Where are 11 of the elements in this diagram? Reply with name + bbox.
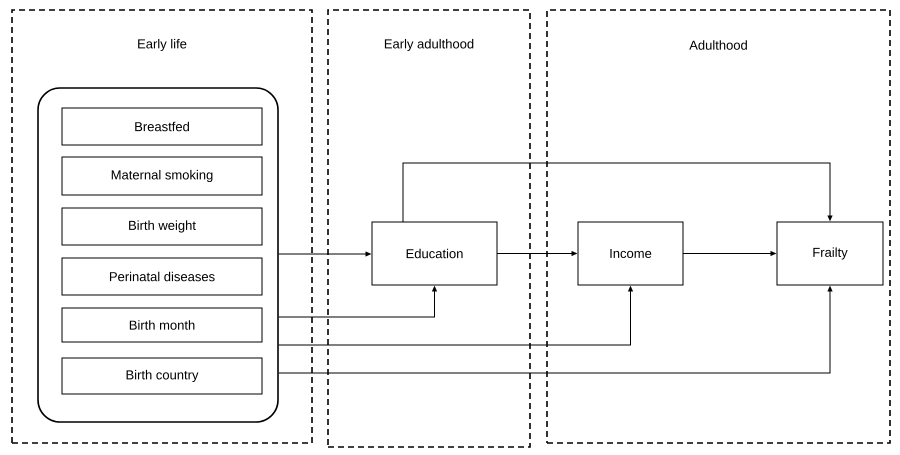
factor-box: Breastfed: [62, 108, 262, 146]
factor-box: Birth month: [62, 308, 262, 342]
factor-box: Birth country: [62, 358, 262, 394]
arrow: [402, 162, 833, 222]
factor-box: Income: [578, 222, 684, 286]
factor-box: Maternal smoking: [62, 156, 262, 196]
factor-box: Education: [372, 222, 498, 286]
factor-box: Frailty: [776, 222, 884, 286]
rounded-group-box: [37, 87, 279, 423]
factor-box: Birth weight: [62, 208, 262, 246]
factor-box: Perinatal diseases: [62, 258, 262, 296]
